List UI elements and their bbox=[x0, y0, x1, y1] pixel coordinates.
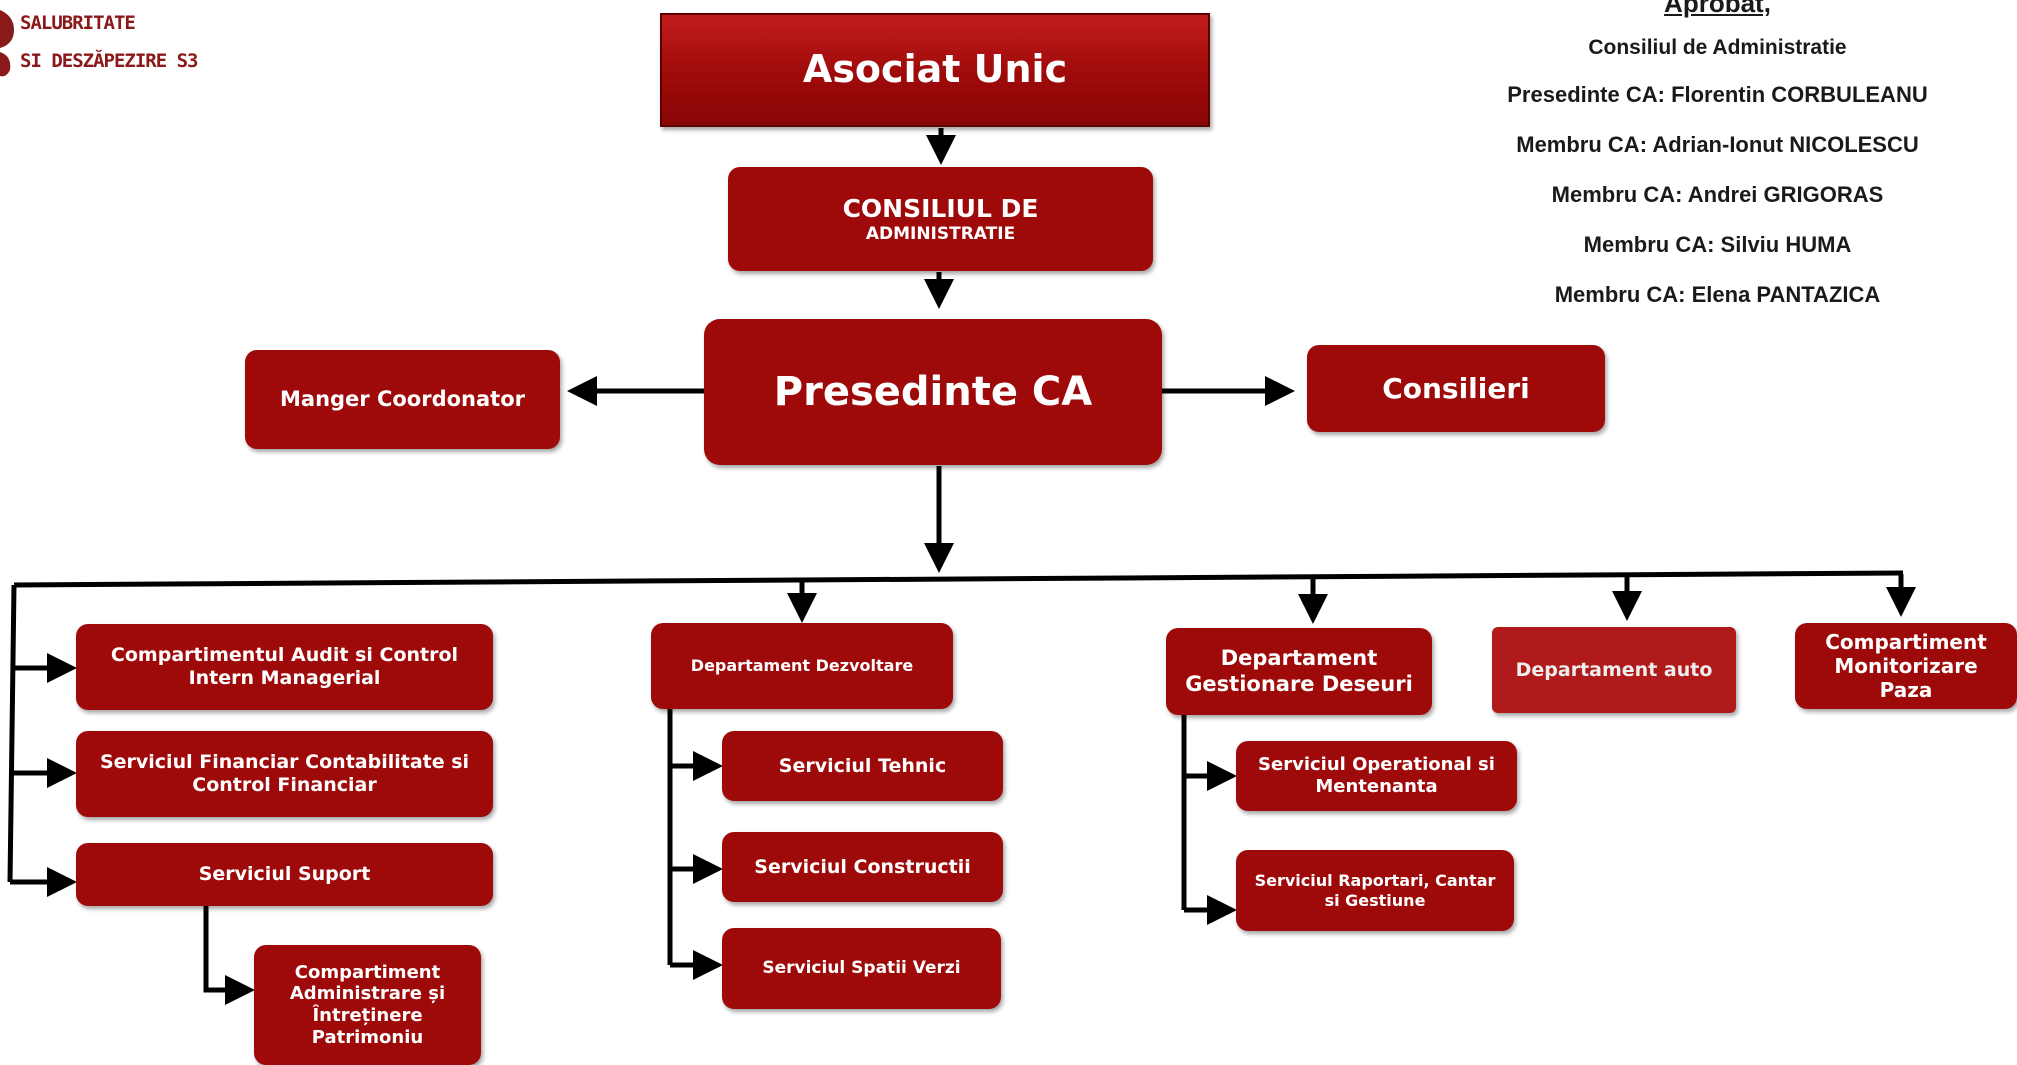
box-patrimoniu: Compartiment Administrare și Întreținere… bbox=[254, 945, 481, 1065]
approval-member: Membru CA: Adrian-Ionut NICOLESCU bbox=[1516, 132, 1919, 157]
box-dezvoltare: Departament Dezvoltare bbox=[651, 623, 953, 709]
box-gestionare-deseuri: Departament Gestionare Deseuri bbox=[1166, 628, 1432, 715]
box-manager-coordonator: Manger Coordonator bbox=[245, 350, 560, 449]
main-bus bbox=[13, 570, 1904, 588]
arrow-patrimoniu bbox=[203, 906, 255, 1005]
approval-member: Membru CA: Silviu HUMA bbox=[1583, 232, 1852, 257]
box-asociat-unic: Asociat Unic bbox=[660, 13, 1210, 127]
approval-member: Presedinte CA: Florentin CORBULEANU bbox=[1507, 82, 1928, 107]
box-operational: Serviciul Operational si Mentenanta bbox=[1236, 741, 1517, 811]
box-monitorizare-paza: Compartiment Monitorizare Paza bbox=[1795, 623, 2017, 709]
logo-emblem-icon bbox=[0, 10, 14, 77]
left-trunk bbox=[7, 584, 17, 883]
box-financiar: Serviciul Financiar Contabilitate si Con… bbox=[76, 731, 493, 817]
approval-subtitle: Consiliul de Administratie bbox=[1588, 36, 1847, 59]
approval-member: Membru CA: Andrei GRIGORAS bbox=[1551, 182, 1884, 207]
company-logo: SALUBRITATE SI DESZĂPEZIRE S3 bbox=[0, 8, 200, 78]
box-constructii: Serviciul Constructii bbox=[722, 832, 1003, 902]
box-raportari: Serviciul Raportari, Cantar si Gestiune bbox=[1236, 850, 1514, 931]
box-consilieri: Consilieri bbox=[1307, 345, 1605, 432]
box-departament-auto: Departament auto bbox=[1492, 627, 1736, 713]
box-audit: Compartimentul Audit si Control Intern M… bbox=[76, 624, 493, 710]
box-suport: Serviciul Suport bbox=[76, 843, 493, 906]
logo-line1: SALUBRITATE bbox=[20, 12, 136, 34]
box-tehnic: Serviciul Tehnic bbox=[722, 731, 1003, 801]
approval-title: Aprobat, bbox=[1664, 0, 1771, 18]
box-presedinte-ca: Presedinte CA bbox=[704, 319, 1162, 465]
box-spatii-verzi: Serviciul Spatii Verzi bbox=[722, 928, 1001, 1009]
approval-member: Membru CA: Elena PANTAZICA bbox=[1554, 282, 1881, 307]
logo-line2: SI DESZĂPEZIRE S3 bbox=[20, 50, 198, 72]
box-consiliul-de-administratie: CONSILIUL DE ADMINISTRATIE bbox=[728, 167, 1153, 271]
